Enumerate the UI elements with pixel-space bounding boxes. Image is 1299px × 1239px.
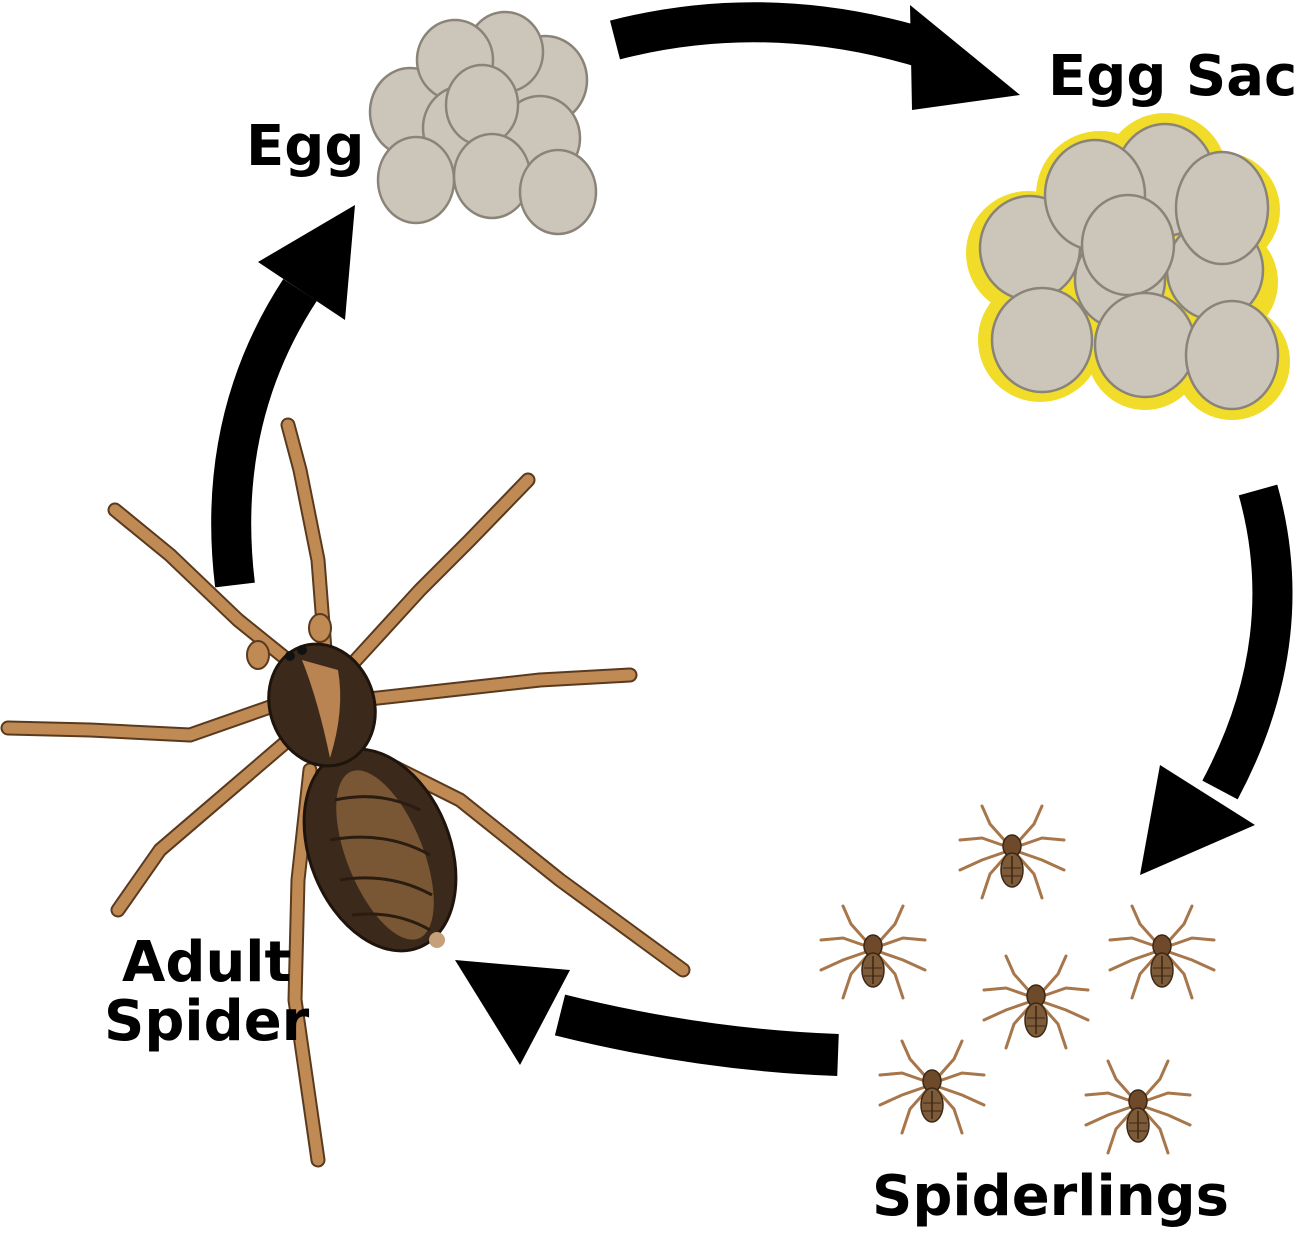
spiderling-icon (880, 1041, 984, 1133)
egg-sac-icon (966, 113, 1290, 420)
label-spiderlings: Spiderlings (872, 1168, 1229, 1227)
arrow-egg-to-egg-sac (615, 5, 1020, 110)
label-adult-line2: Spider (104, 993, 309, 1052)
egg-cluster-icon (370, 12, 596, 234)
spiderling-icon (960, 806, 1064, 898)
spiderling-icon (821, 906, 925, 998)
spiderling-icon (1086, 1061, 1190, 1153)
label-adult-spider: Adult Spider (104, 934, 309, 1052)
spiderling-icon (984, 956, 1088, 1048)
arrow-spiderlings-to-adult (455, 960, 838, 1065)
spiderling-icon (1110, 906, 1214, 998)
label-egg-sac: Egg Sac (1048, 48, 1297, 107)
label-adult-line1: Adult (104, 934, 309, 993)
label-egg: Egg (246, 118, 364, 177)
arrow-egg-sac-to-spiderlings (1140, 490, 1272, 875)
arrow-adult-to-egg (231, 205, 355, 585)
